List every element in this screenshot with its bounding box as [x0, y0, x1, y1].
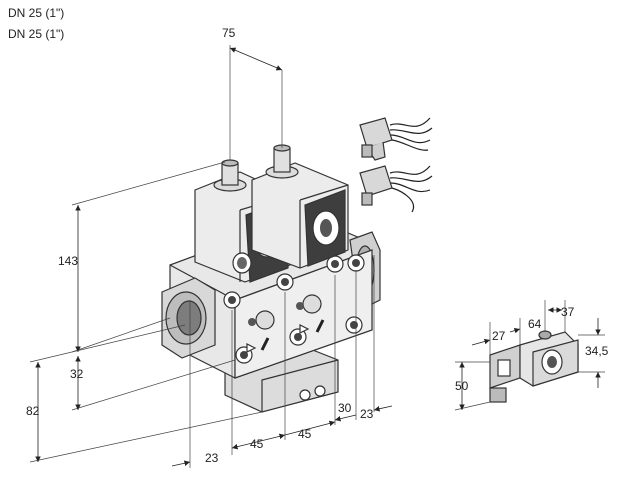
dim-45-a-label: 45 [250, 437, 264, 451]
port-plug [314, 385, 326, 397]
dim-30-label: 30 [338, 401, 352, 415]
port-plug [299, 389, 311, 401]
dim-64-label: 64 [528, 317, 542, 331]
adjuster-knob-right [265, 144, 299, 179]
dim-37-label: 37 [561, 305, 575, 319]
dim-32-label: 32 [70, 367, 84, 381]
pressure-port [302, 294, 322, 314]
dim-23-left-label: 23 [205, 451, 219, 465]
cable-connector-upper [359, 117, 433, 161]
pressure-port [255, 310, 275, 330]
dim-45-b-label: 45 [298, 427, 312, 441]
actuator-right [251, 162, 349, 269]
dim-82-label: 82 [26, 404, 40, 418]
flow-arrow-icon [246, 343, 257, 353]
valve-assembly [161, 144, 381, 413]
dim-27-label: 27 [492, 329, 506, 343]
cable-connector-lower [359, 165, 433, 213]
flow-arrow-icon [299, 324, 310, 334]
dim-50-label: 50 [455, 379, 469, 393]
inlet-flange [161, 277, 216, 359]
dimension-labels: 75 143 32 82 23 45 45 30 23 27 64 37 34,… [26, 26, 609, 465]
dim-143-label: 143 [58, 254, 78, 268]
dimension-lines [29, 45, 605, 468]
dim-75-label: 75 [222, 26, 236, 40]
dim-34-5-label: 34,5 [585, 344, 609, 358]
solenoid-detail [489, 330, 579, 403]
dim-23-right-label: 23 [360, 407, 374, 421]
front-plate [223, 249, 373, 379]
header-line-1: DN 25 (1") [8, 6, 65, 20]
adjuster-knob-left [213, 159, 247, 192]
header-line-2: DN 25 (1") [8, 27, 65, 41]
